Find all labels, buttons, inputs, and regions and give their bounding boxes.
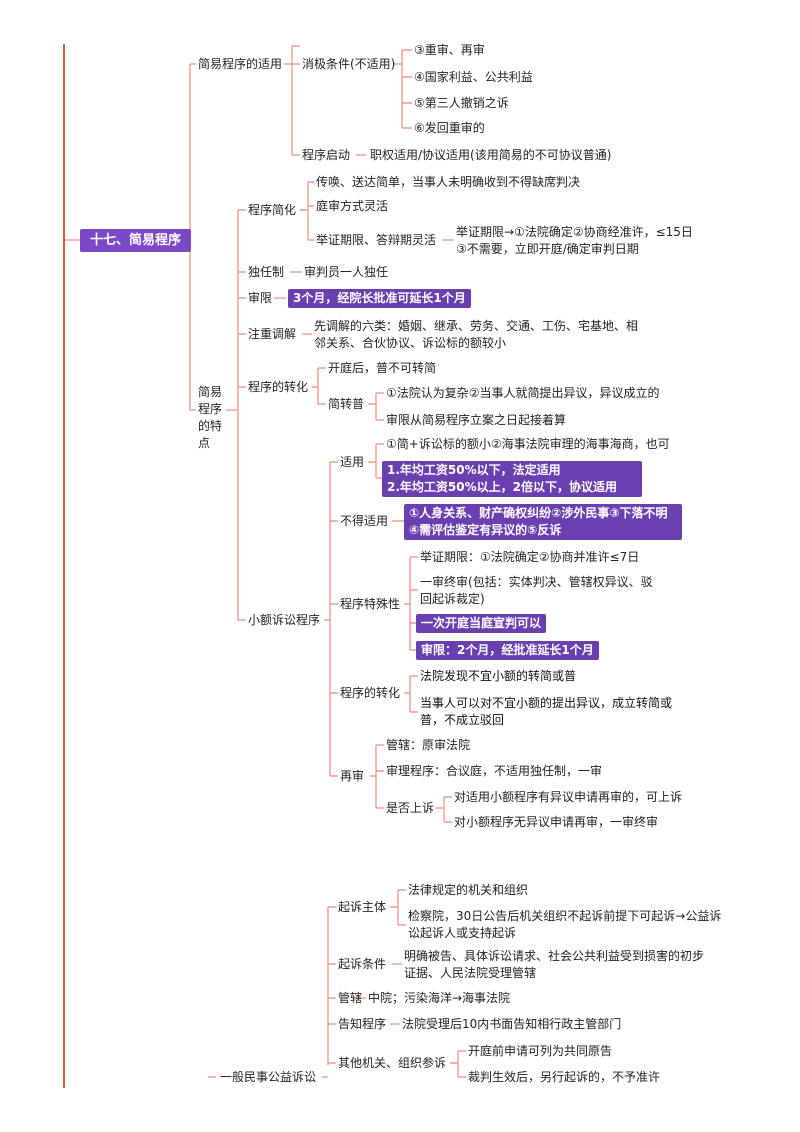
- conversion-a: 开庭后，普不可转简: [328, 361, 437, 375]
- appeal-item-2: 对小额程序无异议申请再审，一审终审: [454, 815, 659, 829]
- node-other-orgs[interactable]: 其他机关、组织参诉: [338, 1056, 447, 1070]
- node-small-conversion[interactable]: 程序的转化: [340, 686, 401, 700]
- plaintiff-item-2: 检察院，30日公告后机关组织不起诉前提下可起诉→公益诉讼起诉人或支持起诉: [408, 909, 722, 940]
- apply-b: 1.年均工资50%以下，法定适用 2.年均工资50%以上，2倍以下，协议适用: [382, 461, 642, 497]
- proof-period-value: 举证期限→①法院确定②协商经准许，≤15日③不需要，立即开庭/确定审判日期: [456, 225, 693, 256]
- special-a: 举证期限：①法院确定②协商并准许≤7日: [420, 550, 640, 564]
- node-public-interest[interactable]: 一般民事公益诉讼: [220, 1070, 317, 1084]
- root-node[interactable]: 十七、简易程序: [80, 229, 192, 252]
- term-value: 3个月，经院长批准可延长1个月: [288, 289, 471, 308]
- node-notice[interactable]: 告知程序: [338, 1017, 387, 1031]
- node-procedure-start[interactable]: 程序启动: [302, 148, 351, 162]
- node-not-apply[interactable]: 不得适用: [340, 514, 389, 528]
- node-sole-judge[interactable]: 独任制: [248, 265, 285, 279]
- node-conversion[interactable]: 程序的转化: [248, 380, 309, 394]
- node-special[interactable]: 程序特殊性: [340, 597, 401, 611]
- neg-item-2: ④国家利益、公共利益: [414, 70, 533, 84]
- appeal-item-1: 对适用小额程序有异议申请再审的，可上诉: [454, 790, 683, 804]
- neg-item-4: ⑥发回重审的: [414, 121, 485, 135]
- node-negative-conditions[interactable]: 消极条件(不适用): [302, 57, 396, 71]
- node-jurisdiction[interactable]: 管辖: [338, 991, 363, 1005]
- node-simple-to-ordinary[interactable]: 简转普: [328, 397, 365, 411]
- node-simple-features[interactable]: 简易程序的特点: [198, 385, 223, 450]
- node-retrial[interactable]: 再审: [340, 769, 365, 783]
- procedure-start-value: 职权适用/协议适用(该用简易的不可协议普通): [370, 148, 612, 162]
- node-simple-applicable[interactable]: 简易程序的适用: [198, 57, 283, 71]
- node-term[interactable]: 审限: [248, 291, 273, 305]
- other-item-1: 开庭前申请可列为共同原告: [468, 1044, 613, 1058]
- mediation-value: 先调解的六类：婚姻、继承、劳务、交通、工伤、宅基地、相邻关系、合伙协议、诉讼标的…: [314, 319, 639, 350]
- notice-value: 法院受理后10内书面告知相行政主管部门: [402, 1017, 622, 1031]
- neg-item-1: ③重审、再审: [414, 43, 485, 57]
- sole-judge-value: 审判员一人独任: [304, 265, 389, 279]
- conversion-b-item-1: ①法院认为复杂②当事人就简提出异议，异议成立的: [386, 386, 660, 400]
- apply-a: ①简+诉讼标的额小②海事法院审理的海事海商，也可: [386, 437, 670, 451]
- node-conditions[interactable]: 起诉条件: [338, 957, 387, 971]
- special-d: 审限：2个月，经批准延长1个月: [416, 641, 599, 660]
- node-simplification[interactable]: 程序简化: [248, 203, 297, 217]
- special-b: 一审终审(包括：实体判决、管辖权异议、驳回起诉裁定): [420, 575, 653, 606]
- simp-item-2: 庭审方式灵活: [316, 199, 389, 213]
- simp-item-1: 传唤、送达简单，当事人未明确收到不得缺席判决: [316, 175, 581, 189]
- not-apply-value: ①人身关系、财产确权纠纷②涉外民事③下落不明④需评估鉴定有异议的⑤反诉: [404, 504, 682, 540]
- node-appeal[interactable]: 是否上诉: [386, 801, 435, 815]
- plaintiff-item-1: 法律规定的机关和组织: [408, 883, 529, 897]
- small-conv-a: 法院发现不宜小额的转简或普: [420, 669, 577, 683]
- other-item-2: 裁判生效后，另行起诉的，不予准许: [468, 1070, 661, 1084]
- node-plaintiff[interactable]: 起诉主体: [338, 900, 387, 914]
- node-proof-period[interactable]: 举证期限、答辩期灵活: [316, 233, 437, 247]
- conditions-value: 明确被告、具体诉讼请求、社会公共利益受到损害的初步证据、人民法院受理管辖: [404, 949, 705, 980]
- small-conv-b: 当事人可以对不宜小额的提出异议，成立转简或普，不成立驳回: [420, 696, 673, 727]
- retrial-b: 审理程序：合议庭，不适用独任制，一审: [386, 764, 603, 778]
- conversion-b-item-2: 审限从简易程序立案之日起接着算: [386, 413, 567, 427]
- node-mediation[interactable]: 注重调解: [248, 327, 297, 341]
- node-apply[interactable]: 适用: [340, 455, 365, 469]
- node-small-claims[interactable]: 小额诉讼程序: [248, 613, 321, 627]
- jurisdiction-value: 中院；污染海洋→海事法院: [368, 991, 511, 1005]
- special-c: 一次开庭当庭宣判可以: [416, 614, 547, 633]
- neg-item-3: ⑤第三人撤销之诉: [414, 96, 509, 110]
- retrial-a: 管辖：原审法院: [386, 738, 471, 752]
